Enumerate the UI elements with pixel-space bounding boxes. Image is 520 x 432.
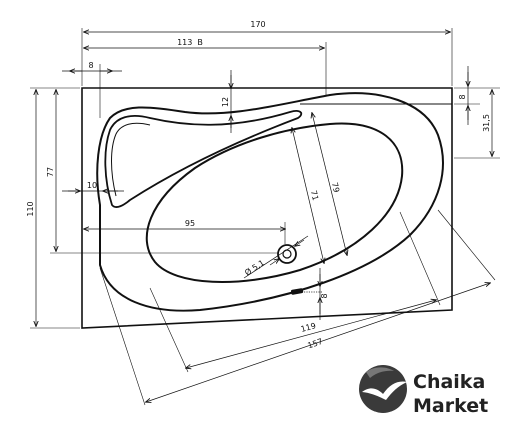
label-top-inset: 8	[88, 61, 93, 70]
label-inner-length: 119	[300, 321, 317, 334]
seat-outline	[104, 110, 303, 208]
label-total-width: 170	[250, 20, 265, 29]
extension-lines	[30, 28, 500, 406]
basin-outline	[145, 122, 404, 283]
logo-text-line2: Market	[413, 395, 488, 417]
label-left-seat: 77	[46, 167, 55, 177]
label-outer-length: 157	[306, 337, 323, 350]
chaika-market-logo: Chaika Market	[359, 365, 488, 417]
logo-text-line1: Chaika	[413, 371, 485, 393]
dim-outer-length-line	[146, 283, 490, 402]
label-outer-width: 79	[330, 181, 341, 193]
tub-outer-outline	[81, 87, 453, 329]
dim-outer-width-line	[312, 113, 347, 255]
label-front-rim: 8	[320, 293, 329, 298]
label-drain-diameter: Ø 5,1	[243, 257, 267, 277]
label-overall-height: 110	[26, 201, 35, 216]
label-right-height: 31,5	[482, 114, 491, 132]
label-rim-right: 8	[458, 94, 467, 99]
dim-inner-length-line	[186, 300, 436, 368]
overflow-slot	[290, 288, 304, 295]
label-left-rim: 10	[87, 181, 97, 190]
label-width-b: 113 B	[177, 38, 203, 47]
label-inner-width: 71	[309, 189, 320, 201]
label-rim-depth: 12	[221, 97, 230, 107]
label-drain-offset: 95	[185, 219, 195, 228]
seat-inner-line	[111, 122, 151, 197]
